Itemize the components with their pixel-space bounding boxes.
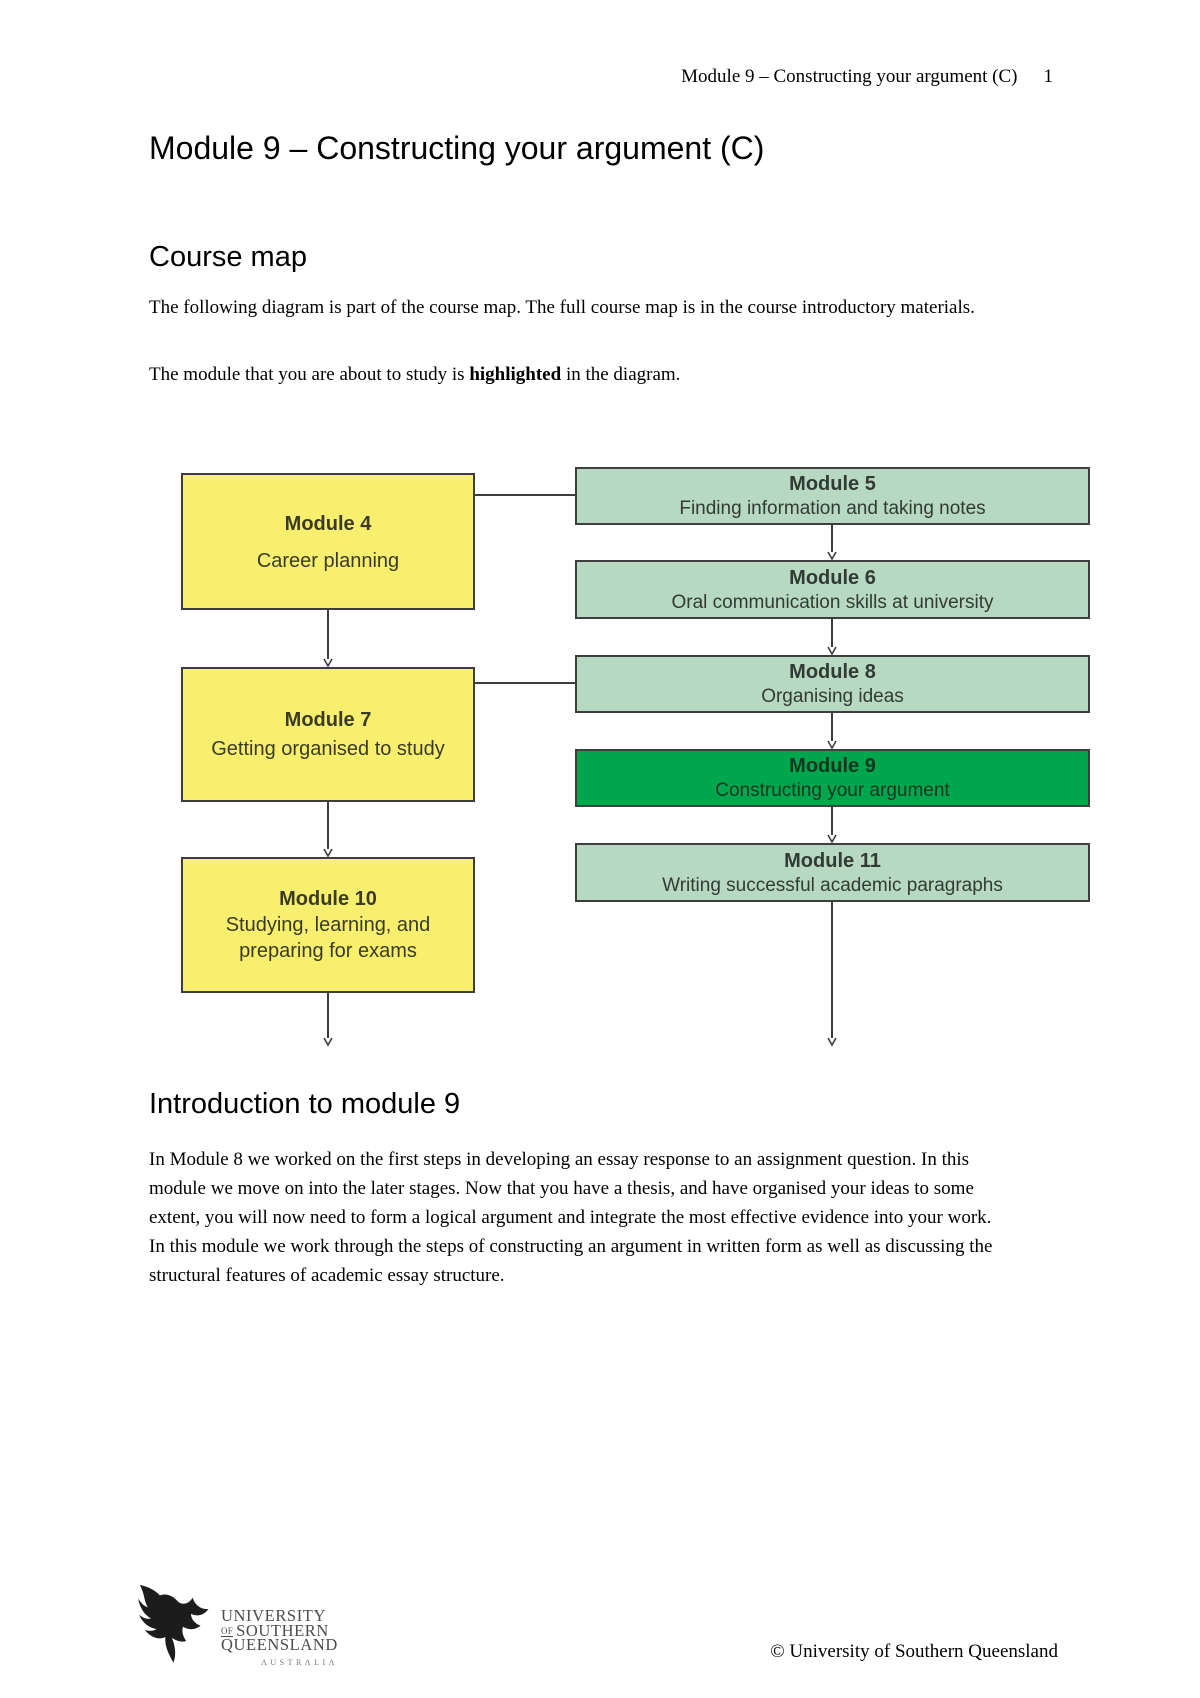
- module-box-title: Module 6: [789, 566, 876, 589]
- running-header-title: Module 9 – Constructing your argument (C…: [681, 66, 1018, 87]
- module-box-11: Module 11 Writing successful academic pa…: [575, 843, 1090, 902]
- intro-paragraph: In Module 8 we worked on the first steps…: [149, 1149, 993, 1286]
- logo-line-queensland: QUEENSLAND: [221, 1635, 338, 1654]
- module-box-title: Module 7: [284, 709, 372, 731]
- module-box-9-highlighted: Module 9 Constructing your argument: [575, 749, 1090, 807]
- logo-line-university: UNIVERSITY: [221, 1606, 326, 1625]
- module-box-subtitle: Studying, learning, and preparing for ex…: [225, 914, 431, 962]
- note-suffix: in the diagram.: [561, 364, 681, 385]
- running-header: Module 9 – Constructing your argument (C…: [681, 66, 1053, 88]
- module-box-subtitle: Finding information and taking notes: [679, 498, 986, 519]
- module-box-title: Module 4: [284, 512, 372, 535]
- copyright-notice: © University of Southern Queensland: [770, 1641, 1058, 1662]
- page-number: 1: [1043, 66, 1054, 87]
- logo-line-southern: SOUTHERN: [236, 1620, 329, 1640]
- module-box-8: Module 8 Organising ideas: [575, 655, 1090, 713]
- phoenix-icon: [138, 1585, 209, 1663]
- module-box-5: Module 5 Finding information and taking …: [575, 467, 1090, 525]
- course-map-paragraph: The following diagram is part of the cou…: [149, 297, 975, 318]
- course-map-diagram: Module 4 Career planning Module 5 Findin…: [181, 467, 1090, 1047]
- module-box-7: Module 7 Getting organised to study: [181, 667, 475, 802]
- module-box-subtitle: Career planning: [256, 549, 400, 572]
- module-box-subtitle: Getting organised to study: [211, 738, 445, 760]
- flow-arrows-layer: [323, 494, 837, 1047]
- note-prefix: The module that you are about to study i…: [149, 364, 470, 385]
- logo-line-australia: AUSTRALIA: [261, 1657, 338, 1667]
- module-box-title: Module 9: [789, 755, 876, 777]
- module-box-title: Module 10: [279, 888, 377, 910]
- note-bold-word: highlighted: [469, 364, 562, 385]
- course-map-heading: Course map: [149, 241, 307, 273]
- page-title: Module 9 – Constructing your argument (C…: [149, 130, 765, 166]
- logo-word-of: OF: [221, 1625, 234, 1637]
- course-map-note: The module that you are about to study i…: [149, 360, 994, 389]
- module-box-subtitle: Writing successful academic paragraphs: [662, 874, 1003, 896]
- module-box-subtitle: Constructing your argument: [715, 780, 950, 801]
- module-box-title: Module 5: [789, 473, 876, 495]
- module-box-subtitle: Organising ideas: [761, 686, 904, 707]
- module-box-title: Module 8: [789, 661, 876, 683]
- module-box-title: Module 11: [784, 849, 881, 872]
- module-box-subtitle: Oral communication skills at university: [671, 591, 994, 613]
- module-box-4: Module 4 Career planning: [181, 473, 475, 610]
- intro-heading: Introduction to module 9: [149, 1088, 461, 1120]
- module-box-6: Module 6 Oral communication skills at un…: [575, 560, 1090, 619]
- module-box-10: Module 10 Studying, learning, and prepar…: [181, 857, 475, 993]
